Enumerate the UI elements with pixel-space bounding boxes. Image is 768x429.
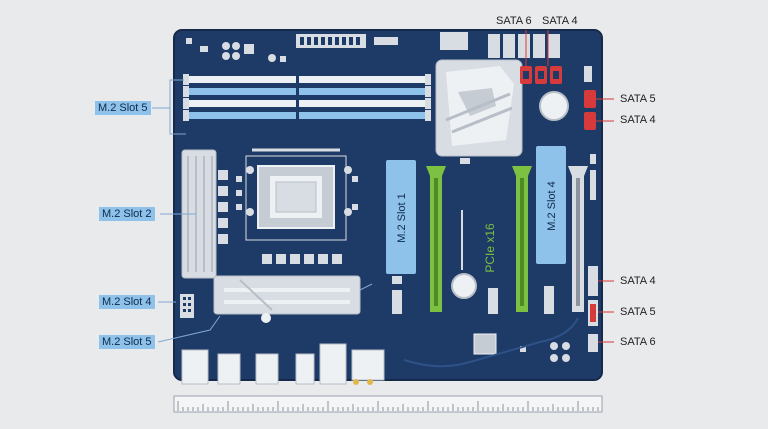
label-sata-4-right: SATA 4 [620,114,656,126]
pcie-x16-slot-2 [512,166,532,312]
m2-slot-1 [386,160,416,274]
front-panel-header [180,294,194,318]
label-sata-5-lower: SATA 5 [620,306,656,318]
sata-ports-right [584,90,596,130]
dimm-slot-2 [188,88,426,95]
cpu-socket [245,148,352,241]
dimm-slot-1 [188,76,426,83]
cpu-power-connector [440,32,468,50]
top-left-components [186,38,286,62]
dimm-slots [183,74,431,121]
vrm-chokes-left [218,170,228,244]
small-chip [460,158,470,164]
label-sata-4-top: SATA 4 [542,15,578,27]
m2-slot-4 [536,146,566,264]
label-sata-6-lower: SATA 6 [620,336,656,348]
dimm-slot-3 [188,100,426,107]
chipset-heatsink [435,59,523,157]
m2-slot-4-label: M.2 Slot 4 [546,181,558,231]
rear-io-ports [181,343,385,385]
m2-heatsink-bottom [213,275,361,323]
label-m2-slot-5-bottom: M.2 Slot 5 [99,335,155,349]
ruler [173,395,603,413]
label-sata-5-right: SATA 5 [620,93,656,105]
label-sata-6-top: SATA 6 [496,15,532,27]
pcie-x16-slot-1 [426,166,446,312]
m2-slot-1-label: M.2 Slot 1 [396,193,408,243]
pcie-slot-grey [568,166,588,312]
cmos-battery [539,91,569,121]
dimm-slot-4 [188,112,426,119]
label-m2-slot-5-dimm: M.2 Slot 5 [95,101,151,115]
label-m2-slot-2: M.2 Slot 2 [99,207,155,221]
pcie-x1-slots [392,286,554,314]
leader-lines-blue [152,79,373,343]
fan-header-top [374,37,398,45]
pcie-label: PCIe x16 [483,223,497,273]
label-sata-4-lower: SATA 4 [620,275,656,287]
coin-battery-2 [451,273,477,299]
vrm-chokes-bottom [262,254,342,264]
audio-chip [473,333,497,355]
leader-lines-red [525,30,614,343]
label-m2-slot-4-left: M.2 Slot 4 [99,295,155,309]
